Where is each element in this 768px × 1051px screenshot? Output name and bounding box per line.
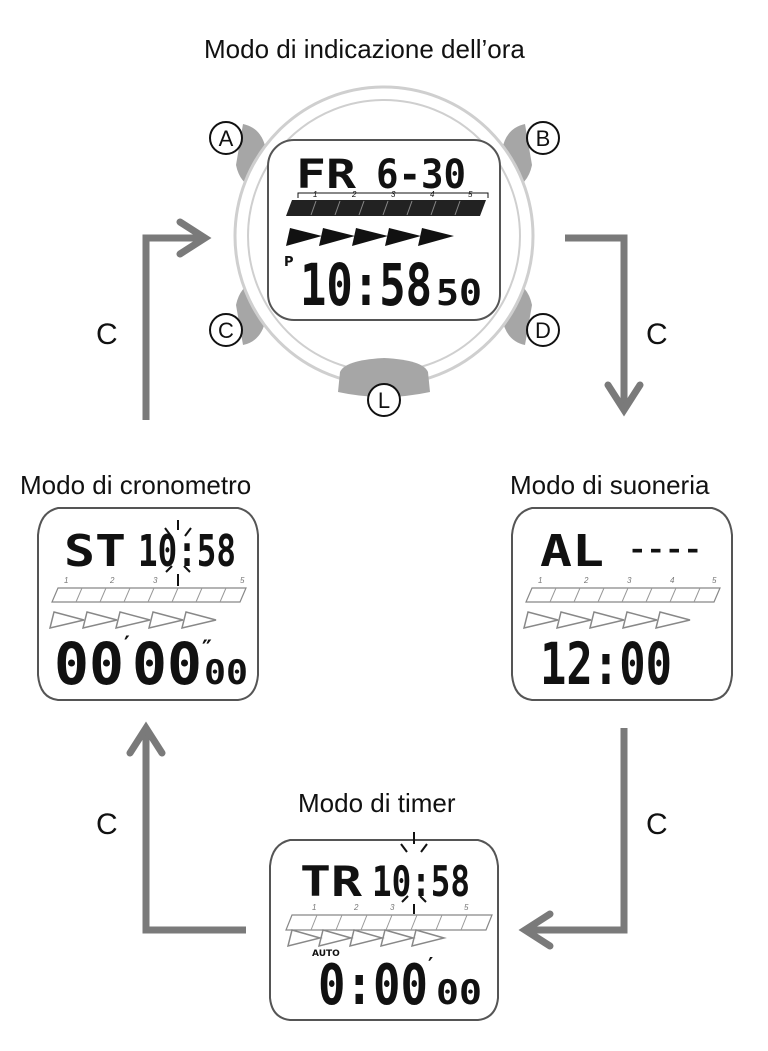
graph-scale-label: 1 <box>313 190 317 199</box>
mode-title-timer: Modo di timer <box>298 788 456 818</box>
mode-title-stopwatch: Modo di cronometro <box>20 470 252 500</box>
graph-scale-label: 2 <box>351 190 357 199</box>
second-mark: ″ <box>202 637 212 662</box>
colon-flash-marks <box>164 520 192 586</box>
svg-text:D: D <box>535 318 551 343</box>
graph-scale-label: 3 <box>627 576 632 585</box>
graph-scale: 1 2 3 4 5 <box>313 190 473 199</box>
mode-title-alarm: Modo di suoneria <box>510 470 710 500</box>
mode-title-timekeeping: Modo di indicazione dell’ora <box>204 34 525 64</box>
graph-scale-label: 2 <box>109 576 115 585</box>
button-label-a: A <box>209 121 243 155</box>
display-seconds: 50 <box>436 273 482 314</box>
svg-text:B: B <box>536 126 551 151</box>
display-code: ST <box>64 526 126 577</box>
transition-label-c: C <box>96 318 118 351</box>
graph-scale-label: 2 <box>583 576 589 585</box>
graph-scale-label: 3 <box>391 190 396 199</box>
display-time: 0:00 <box>318 953 428 1018</box>
arrow-timekeeping-to-alarm <box>565 234 644 417</box>
indicator-triangles <box>48 611 217 630</box>
watch-timekeeping: FR 6-30 1 2 3 4 5 P <box>233 85 535 397</box>
arrow-alarm-to-timer <box>518 728 628 950</box>
display-day: FR <box>296 152 357 198</box>
auto-indicator: AUTO <box>312 949 340 959</box>
button-label-d: D <box>526 313 560 347</box>
second-mark: ′ <box>428 953 433 977</box>
arrow-timer-to-stopwatch <box>126 721 246 934</box>
colon-flash-marks <box>400 832 428 914</box>
graph-scale-label: 3 <box>390 903 395 912</box>
graph-bar <box>286 200 486 216</box>
minute-mark: ′ <box>124 633 130 658</box>
button-label-b: B <box>526 121 560 155</box>
pm-indicator: P <box>284 255 294 270</box>
button-label-l: L <box>367 383 401 417</box>
display-clock: 10:58 <box>372 857 470 906</box>
graph-scale-label: 4 <box>430 190 435 199</box>
indicator-triangles <box>286 228 454 246</box>
transition-label-c: C <box>646 318 668 351</box>
display-time: 12:00 <box>540 630 672 698</box>
svg-text:A: A <box>219 126 234 151</box>
svg-text:C: C <box>218 318 234 343</box>
graph-scale-label: 1 <box>538 576 542 585</box>
graph-scale-label: 1 <box>64 576 68 585</box>
graph-scale-label: 2 <box>353 903 359 912</box>
display-minutes: 00 <box>54 630 124 698</box>
display-code: AL <box>540 526 604 577</box>
indicator-triangles <box>286 929 447 948</box>
graph-scale-label: 3 <box>153 576 158 585</box>
display-code: TR <box>300 857 363 906</box>
svg-text:L: L <box>378 388 390 413</box>
graph-scale-label: 5 <box>240 576 245 585</box>
transition-label-c: C <box>646 808 668 841</box>
graph-scale-label: 5 <box>464 903 469 912</box>
graph-scale-label: 5 <box>468 190 473 199</box>
display-seconds: 00 <box>132 630 202 698</box>
display-hundredths: 00 <box>436 973 482 1013</box>
display-time: 10:58 <box>300 251 432 319</box>
display-dashes: ---- <box>628 535 702 565</box>
transition-label-c: C <box>96 808 118 841</box>
watch-screen <box>267 139 501 321</box>
graph-scale-label: 4 <box>670 576 675 585</box>
display-hundredths: 00 <box>204 653 248 693</box>
display-date: 6-30 <box>376 152 466 198</box>
indicator-triangles <box>522 611 691 630</box>
button-l[interactable] <box>338 358 430 397</box>
screen-alarm: AL ---- 1 2 3 4 5 12:00 <box>511 507 733 701</box>
graph-scale-label: 1 <box>312 903 316 912</box>
button-label-c: C <box>209 313 243 347</box>
screen-timer: TR 10:58 1 2 3 5 AUTO 0:00 ′ 00 <box>269 832 499 1021</box>
graph-scale-label: 5 <box>712 576 717 585</box>
arrow-stopwatch-to-timekeeping <box>142 218 212 420</box>
